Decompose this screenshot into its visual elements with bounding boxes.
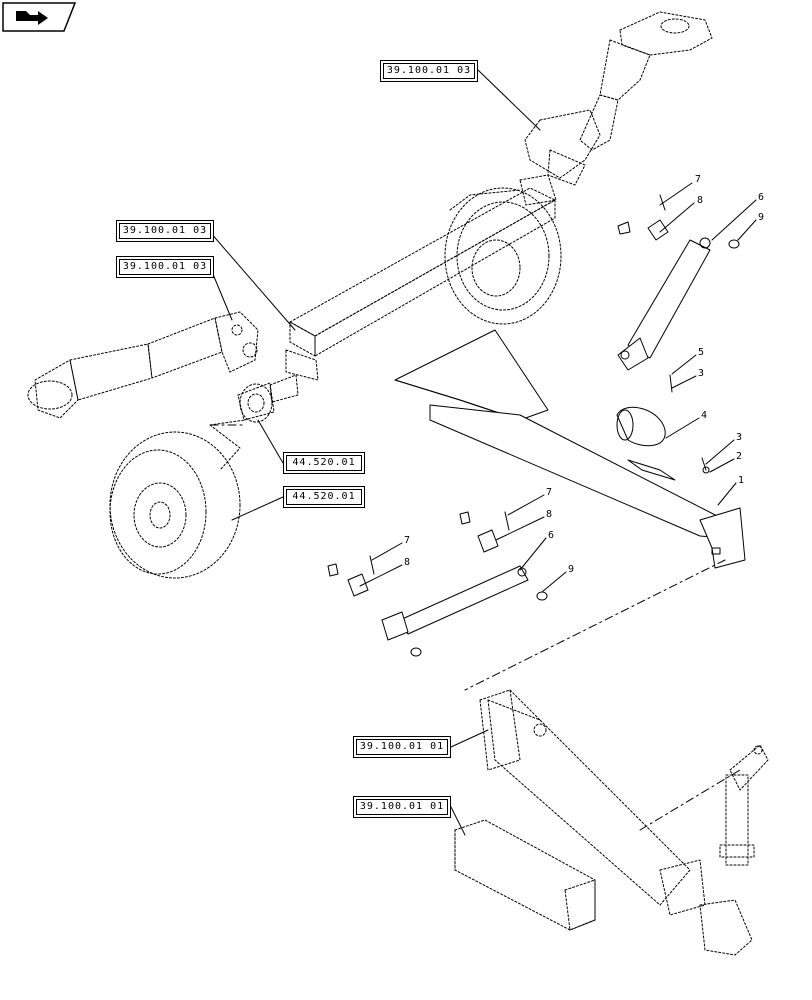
callout-7-left: 7 [404, 535, 411, 546]
callout-8-left: 8 [404, 557, 411, 568]
tongue-beam [269, 187, 556, 403]
left-tongue [27, 311, 259, 419]
ref-box-frame-lower[interactable]: 39.100.01 01 [353, 796, 451, 818]
ref-box-top[interactable]: 39.100.01 03 [380, 60, 478, 82]
top-cylinder [617, 194, 740, 371]
callout-3-lower: 3 [736, 432, 743, 443]
callout-9-top: 9 [758, 212, 765, 223]
callout-4: 4 [701, 410, 708, 421]
callout-3-upper: 3 [698, 368, 705, 379]
callout-6-top: 6 [758, 192, 765, 203]
callout-9-mid: 9 [568, 564, 575, 575]
lower-frame [454, 689, 753, 956]
callout-7-top: 7 [695, 174, 702, 185]
callout-5: 5 [698, 347, 705, 358]
ref-box-wheel[interactable]: 44.520.01 [283, 486, 365, 508]
jack-stand [719, 744, 769, 866]
callout-8-mid: 8 [546, 509, 553, 520]
fasteners [669, 374, 710, 474]
back-arrow-button[interactable] [2, 2, 77, 32]
top-hitch [519, 11, 713, 206]
connector-lines [209, 424, 741, 831]
back-arrow-icon [2, 2, 77, 32]
callout-2: 2 [736, 451, 743, 462]
triangle-plate [394, 329, 549, 421]
ref-box-beam[interactable]: 39.100.01 03 [116, 220, 214, 242]
ref-box-frame[interactable]: 39.100.01 01 [353, 736, 451, 758]
callout-8-top: 8 [697, 195, 704, 206]
callout-1: 1 [738, 475, 745, 486]
bottom-cylinder [327, 511, 548, 657]
callout-7-mid: 7 [546, 487, 553, 498]
callout-6-mid: 6 [548, 530, 555, 541]
ref-box-hub[interactable]: 44.520.01 [283, 452, 365, 474]
left-wheel [109, 431, 241, 579]
ref-box-tongue[interactable]: 39.100.01 03 [116, 256, 214, 278]
axle-beam [429, 404, 746, 569]
top-wheel [444, 187, 562, 325]
hub [209, 382, 275, 471]
